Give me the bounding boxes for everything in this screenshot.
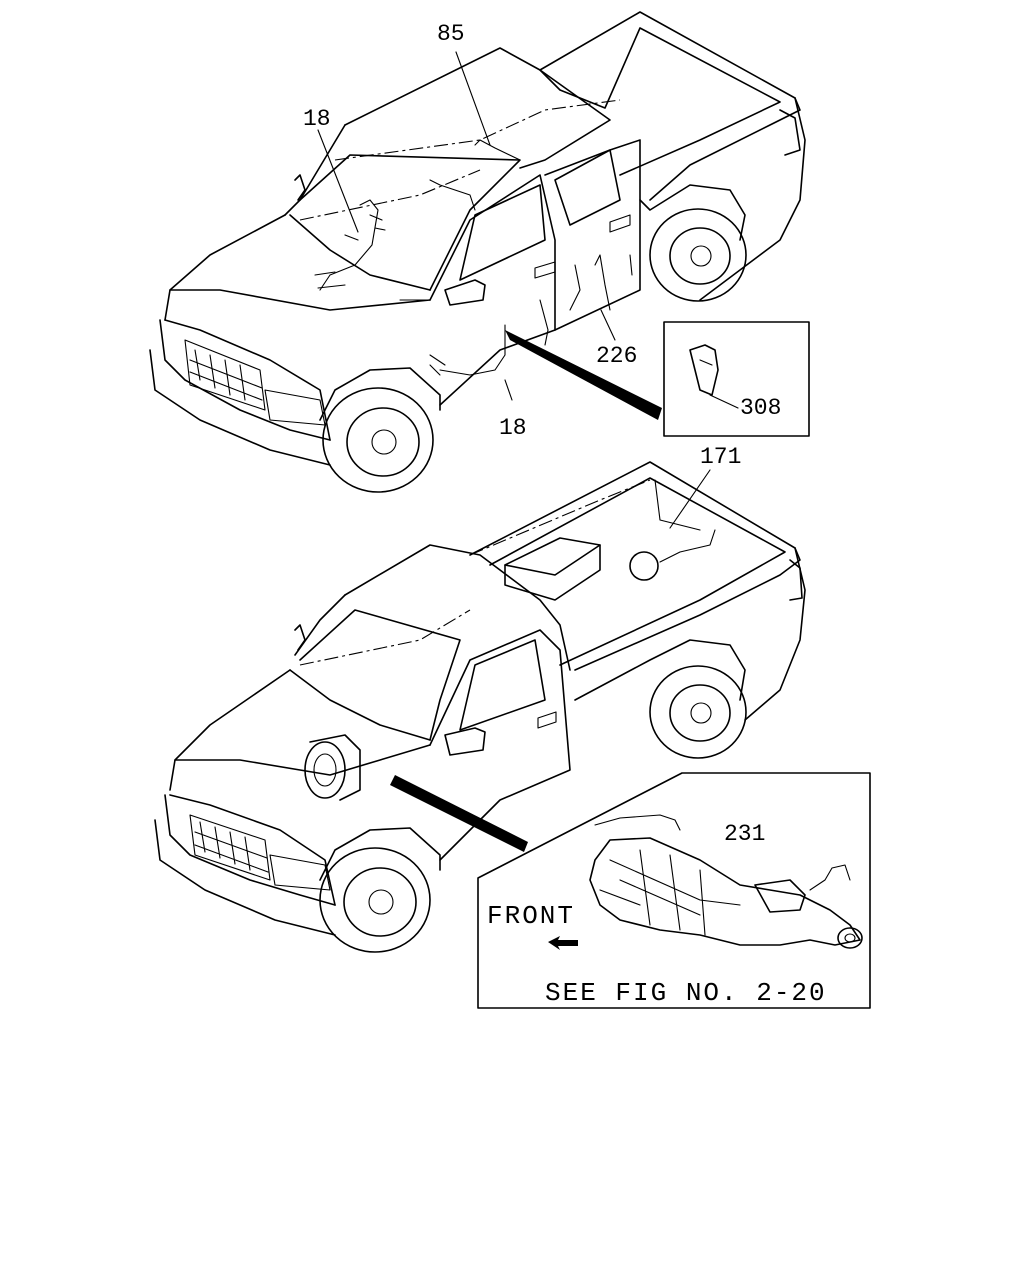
regular-cab-truck-drawing — [154, 461, 806, 953]
inset-308 — [663, 321, 810, 437]
callout-85: 85 — [437, 21, 465, 47]
crew-cab-truck-drawing — [149, 11, 806, 493]
top-truck-harness — [314, 139, 633, 376]
front-label: FRONT — [487, 901, 575, 931]
bed-harness-171 — [629, 469, 716, 581]
callout-231: 231 — [724, 821, 765, 847]
callout-226: 226 — [596, 343, 637, 369]
callout-18-bottom: 18 — [499, 415, 527, 441]
inset-transmission — [477, 772, 871, 1009]
top-leaders — [317, 51, 662, 420]
callout-171: 171 — [700, 444, 741, 470]
callout-18-top: 18 — [303, 106, 331, 132]
callout-308: 308 — [740, 395, 781, 421]
see-fig-label: SEE FIG NO. 2-20 — [545, 978, 827, 1008]
